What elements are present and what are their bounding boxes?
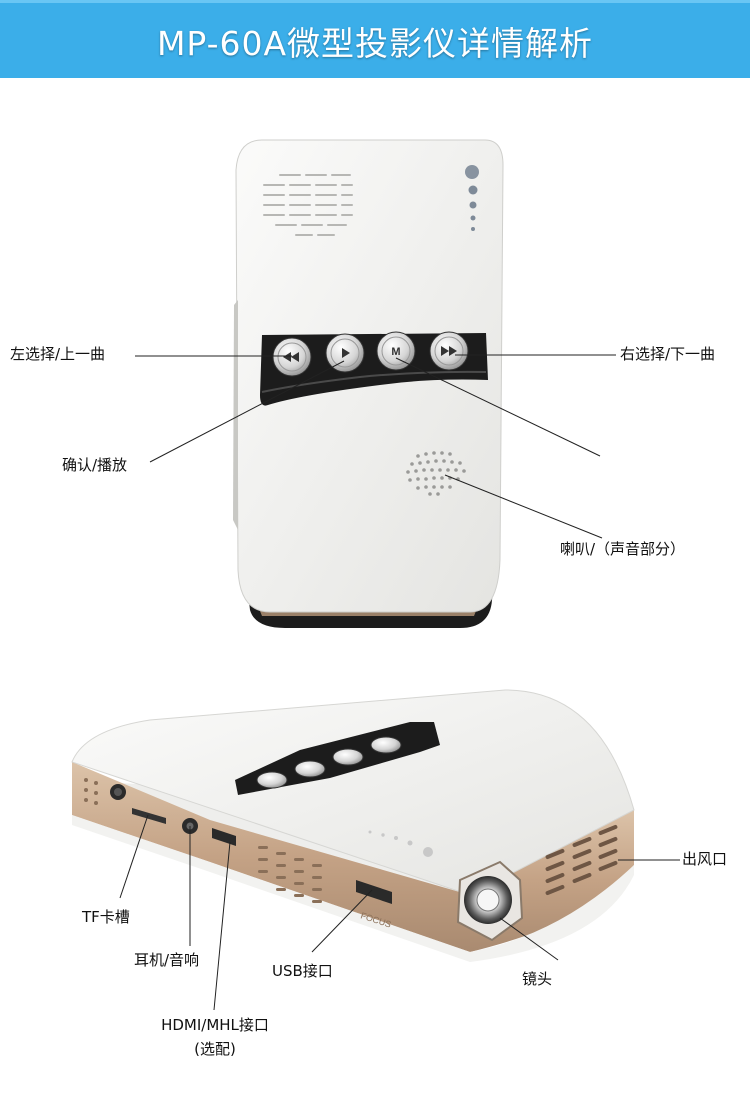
- prev-button[interactable]: [272, 337, 312, 377]
- speaker-holes: [406, 451, 466, 496]
- callout-left-select: 左选择/上一曲: [10, 345, 106, 363]
- callout-usb-port: USB接口: [272, 962, 333, 980]
- side-ports: FOCUS: [110, 784, 392, 930]
- lens: [456, 860, 524, 942]
- callout-hdmi-line2: (选配): [194, 1040, 236, 1058]
- indicator-leds: [465, 165, 479, 231]
- bottom-leader-lines: [119, 814, 680, 1011]
- callout-hdmi-line1: HDMI/MHL接口: [161, 1016, 269, 1034]
- angle-leds: [368, 830, 433, 857]
- next-button[interactable]: [429, 331, 469, 371]
- callout-headphone: 耳机/音响: [134, 951, 200, 969]
- top-vent-grille: [263, 174, 353, 236]
- callout-tf-slot: TF卡槽: [82, 908, 130, 926]
- callout-air-outlet: 出风口: [682, 850, 728, 868]
- projector-top-view: M: [233, 139, 504, 628]
- callout-speaker: 喇叭/（声音部分）: [560, 540, 686, 558]
- callout-hdmi: HDMI/MHL接口 (选配): [152, 1016, 278, 1058]
- callout-lens: 镜头: [522, 970, 553, 988]
- callout-right-select: 右选择/下一曲: [620, 345, 716, 363]
- callout-confirm-play: 确认/播放: [62, 456, 128, 474]
- projector-angle-view: FOCUS: [71, 689, 635, 962]
- play-button[interactable]: [325, 333, 365, 373]
- page-header: MP-60A微型投影仪详情解析: [0, 0, 750, 78]
- page-title: MP-60A微型投影仪详情解析: [156, 23, 594, 63]
- menu-button[interactable]: M: [376, 331, 416, 371]
- menu-button-glyph: M: [391, 346, 400, 358]
- top-leader-lines: [135, 354, 616, 539]
- air-outlet-slots: [545, 825, 618, 895]
- side-vents: [84, 778, 322, 903]
